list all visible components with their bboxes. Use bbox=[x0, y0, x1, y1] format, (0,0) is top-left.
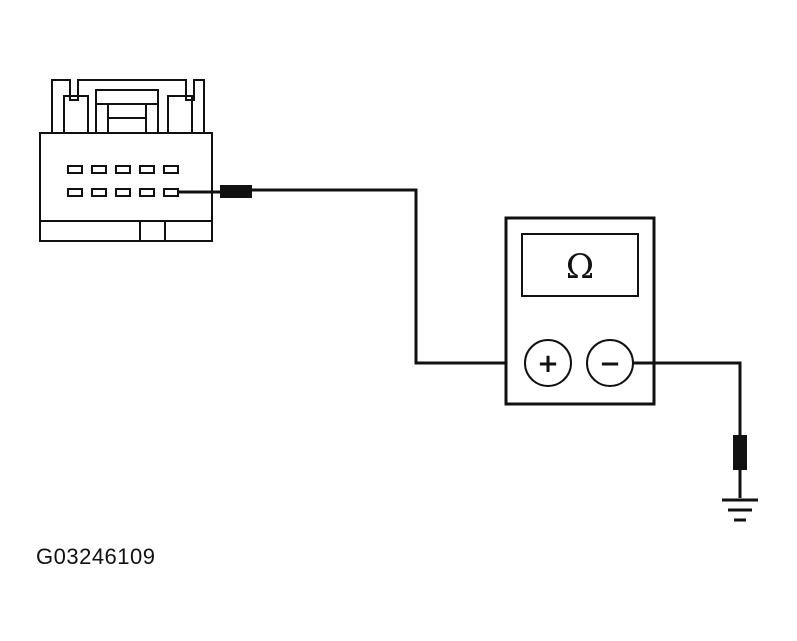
ground-clip bbox=[733, 435, 747, 470]
probe-icon bbox=[178, 185, 252, 198]
ground-symbol-icon bbox=[722, 498, 758, 522]
positive-test-lead bbox=[252, 188, 522, 365]
figure-id: G03246109 bbox=[36, 544, 156, 569]
multimeter-icon: Ω + − bbox=[504, 216, 656, 406]
negative-terminal-sign: − bbox=[599, 349, 621, 379]
connector-icon bbox=[39, 79, 213, 242]
positive-terminal-sign: + bbox=[537, 349, 559, 379]
positive-terminal bbox=[524, 339, 572, 387]
meter-display-symbol: Ω bbox=[566, 247, 594, 287]
negative-test-lead bbox=[633, 361, 742, 435]
